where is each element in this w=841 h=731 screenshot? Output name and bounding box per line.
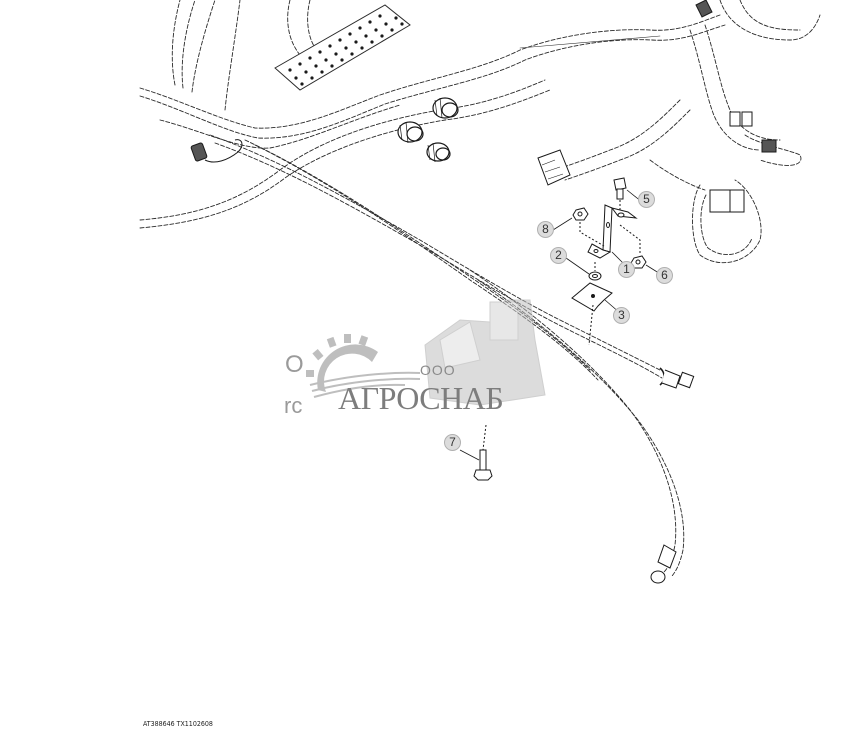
plate-3 xyxy=(571,282,613,346)
bolt-5 xyxy=(613,177,627,215)
callout-1: 1 xyxy=(618,261,635,278)
hose-fittings xyxy=(650,367,695,584)
watermark-clipped-text-top: О xyxy=(285,351,304,378)
washer-2 xyxy=(588,262,602,281)
callout-6: 6 xyxy=(656,267,673,284)
nut-8 xyxy=(572,207,605,247)
figure-reference: AT388646 TX1102608 xyxy=(143,720,213,728)
agrosnab-watermark-logo xyxy=(306,299,546,406)
bracket-1 xyxy=(587,204,638,259)
bolt-7 xyxy=(473,424,493,481)
callout-7: 7 xyxy=(444,434,461,451)
combine-harvester-icon xyxy=(424,299,546,406)
wiring-harness-right-cluster xyxy=(554,0,821,264)
perforated-plate xyxy=(274,4,411,91)
watermark-company-prefix: ООО xyxy=(420,362,456,378)
callout-2: 2 xyxy=(550,247,567,264)
watermark-clipped-text-bottom: rc xyxy=(284,393,303,418)
wiring-harness-main xyxy=(139,0,726,577)
gear-icon xyxy=(306,334,378,392)
callout-5: 5 xyxy=(638,191,655,208)
small-connector-left xyxy=(190,139,243,163)
bracket-assembly xyxy=(459,177,663,481)
callout-3: 3 xyxy=(613,307,630,324)
watermark-brand: АГРОСНАБ xyxy=(338,380,504,416)
round-connectors xyxy=(397,97,459,163)
callout-8: 8 xyxy=(537,221,554,238)
connector-blocks-right xyxy=(537,0,777,213)
